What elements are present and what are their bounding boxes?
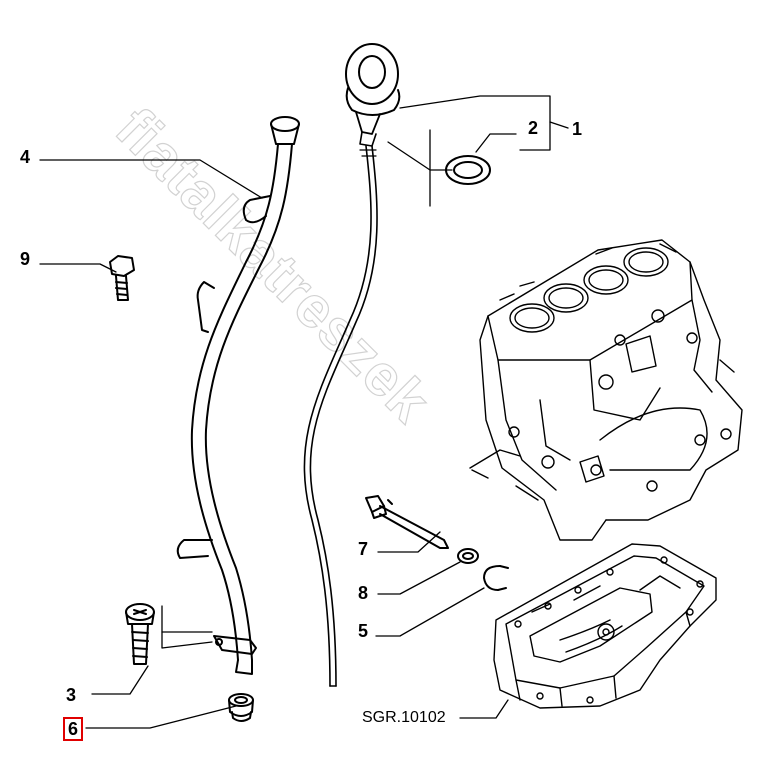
part-6-grommet-drawing bbox=[228, 693, 254, 722]
part-7-sensor-drawing bbox=[365, 495, 449, 549]
part-5-clip-drawing bbox=[483, 565, 509, 591]
part-label-8: 8 bbox=[358, 583, 369, 603]
part-label-7: 7 bbox=[358, 539, 369, 559]
part-4-guide-tube-drawing bbox=[176, 116, 300, 675]
part-8-washer-drawing bbox=[457, 548, 479, 564]
part-label-5: 5 bbox=[358, 621, 369, 641]
diagram-reference-code: SGR.10102 bbox=[362, 709, 446, 726]
part-label-6-highlighted: 6 bbox=[62, 717, 84, 741]
engine-block-drawing bbox=[469, 239, 743, 541]
part-label-4: 4 bbox=[20, 147, 31, 167]
part-1-dipstick-drawing bbox=[303, 43, 401, 687]
part-3-screw-drawing bbox=[125, 603, 155, 665]
part-9-bolt-drawing bbox=[109, 255, 135, 301]
oil-pan-drawing bbox=[493, 543, 717, 709]
part-label-3: 3 bbox=[66, 685, 77, 705]
leader-lines bbox=[39, 95, 569, 729]
part-label-2: 2 bbox=[528, 118, 539, 138]
part-label-1: 1 bbox=[572, 119, 583, 139]
part-label-9: 9 bbox=[20, 249, 31, 269]
